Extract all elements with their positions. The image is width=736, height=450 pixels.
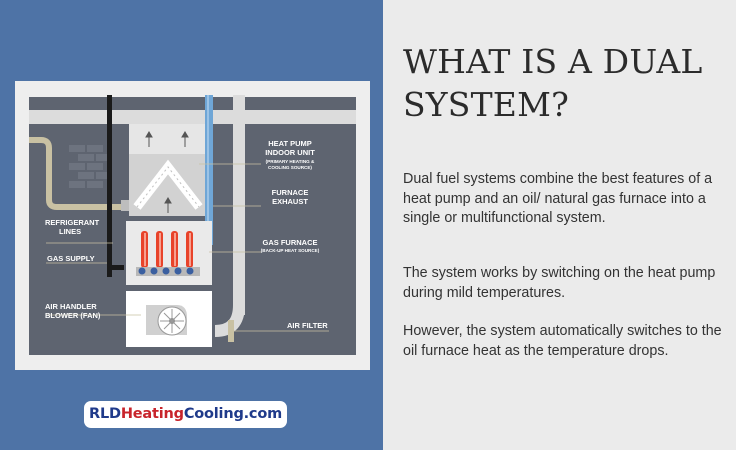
- gas-furnace: [126, 221, 212, 285]
- brand-part-3: Cooling.com: [183, 406, 282, 422]
- gas-furnace-sublabel: (BACK-UP HEAT SOURCE): [261, 248, 320, 253]
- page-title: WHAT IS A DUAL SYSTEM?: [403, 42, 703, 124]
- brick-wall-icon: [69, 145, 112, 188]
- refrigerant-line: [29, 137, 124, 210]
- heat-pump-label: HEAT PUMP: [268, 139, 312, 148]
- right-panel: [383, 0, 736, 450]
- brand-part-2: Heating: [120, 406, 184, 422]
- refrigerant-lines-label: REFRIGERANT: [45, 218, 100, 227]
- air-handler-blower: [126, 291, 212, 347]
- dual-system-diagram: HEAT PUMP INDOOR UNIT (PRIMARY HEATING &…: [29, 95, 356, 355]
- air-handler-label-2: BLOWER (FAN): [45, 311, 101, 320]
- brand-part-1: RLD: [89, 406, 121, 422]
- paragraph-1: Dual fuel systems combine the best featu…: [403, 171, 713, 226]
- heat-pump-sublabel-2: COOLING SOURCE): [268, 165, 312, 170]
- air-filter-label: AIR FILTER: [287, 321, 328, 330]
- paragraph-2: The system works by switching on the hea…: [403, 265, 716, 301]
- heat-pump-label-2: INDOOR UNIT: [265, 148, 315, 157]
- air-handler-label: AIR HANDLER: [45, 302, 97, 311]
- furnace-exhaust-label: FURNACE: [272, 188, 309, 197]
- gas-supply-pipe: [107, 95, 124, 277]
- airflow-arrows: [145, 131, 189, 213]
- gas-furnace-label: GAS FURNACE: [262, 238, 317, 247]
- return-duct: [214, 95, 245, 342]
- refrigerant-lines-label-2: LINES: [59, 227, 81, 236]
- brand-logo[interactable]: RLDHeatingCooling.com: [84, 401, 287, 428]
- gas-supply-label: GAS SUPPLY: [47, 254, 95, 263]
- paragraph-3: However, the system automatically switch…: [403, 323, 722, 359]
- heat-pump-sublabel: (PRIMARY HEATING &: [266, 159, 315, 164]
- furnace-exhaust-pipe: [205, 95, 213, 245]
- furnace-exhaust-label-2: EXHAUST: [272, 197, 308, 206]
- heat-pump-indoor-unit: [121, 124, 207, 216]
- leader-lines: [46, 163, 329, 332]
